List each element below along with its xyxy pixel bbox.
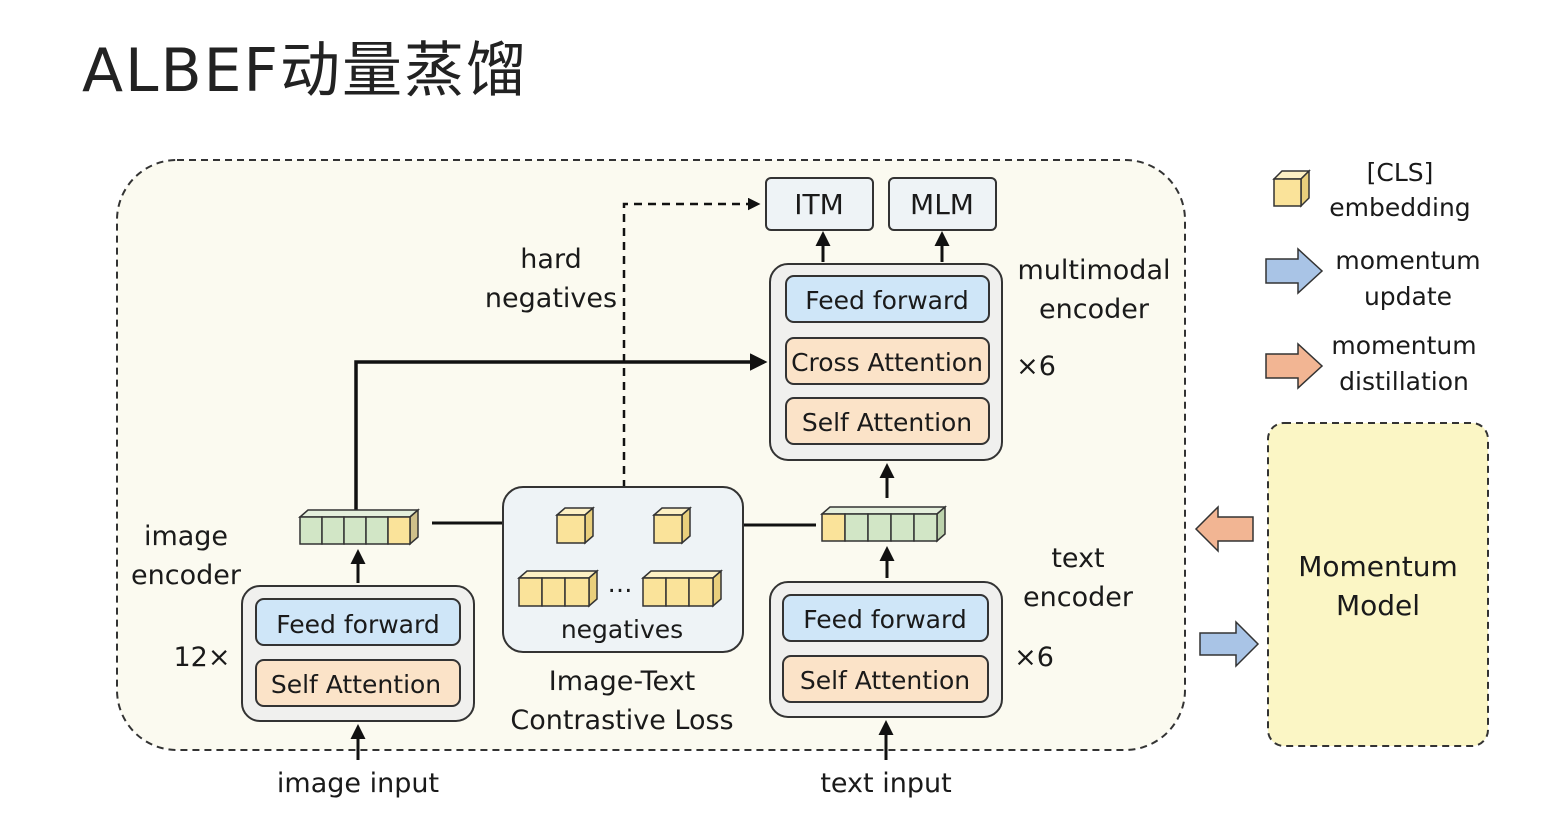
img-feed-forward: Feed forward [276, 610, 439, 639]
mlm-head: MLM [888, 177, 997, 231]
cls-cube-icon [1272, 169, 1311, 208]
hard-negatives-label-2: negatives [485, 283, 617, 314]
momentum-model-label-2: Model [1336, 589, 1420, 622]
text-encoder-repeat: ×6 [1014, 642, 1054, 673]
multimodal-encoder: Feed forward Cross Attention Self Attent… [769, 263, 1003, 461]
mm-cross-attention: Cross Attention [791, 348, 983, 377]
image-token-embeddings [298, 508, 420, 546]
momentum-model: Momentum Model [1267, 422, 1489, 747]
mm-self-attention: Self Attention [802, 408, 972, 437]
legend-distillation-label-1: momentum [1331, 331, 1476, 360]
txt-self-attention: Self Attention [800, 666, 970, 695]
multimodal-repeat: ×6 [1016, 351, 1056, 382]
image-encoder-repeat: 12× [174, 642, 231, 673]
text-token-embeddings [820, 505, 947, 543]
momentum-model-label-1: Momentum [1298, 550, 1458, 583]
page-title: ALBEF动量蒸馏 [82, 36, 529, 106]
multimodal-label-1: multimodal [1017, 255, 1170, 286]
legend: [CLS] embedding momentum update momentum… [1265, 158, 1481, 396]
text-encoder-label-1: text [1051, 543, 1104, 574]
contrastive-label-2: Contrastive Loss [510, 705, 733, 736]
image-input-label: image input [277, 768, 439, 799]
text-encoder: Feed forward Self Attention [769, 581, 1003, 718]
hard-negatives-arrow [622, 197, 761, 488]
text-encoder-label-2: encoder [1023, 582, 1134, 613]
mlm-label: MLM [910, 188, 974, 221]
negatives-label: negatives [561, 615, 683, 644]
momentum-update-arrow [1199, 620, 1260, 668]
legend-distillation-arrow-icon [1265, 342, 1324, 390]
image-encoder-label-1: image [144, 521, 228, 552]
multimodal-label-2: encoder [1039, 294, 1150, 325]
negatives-ellipsis: … [608, 569, 633, 598]
itm-head: ITM [765, 177, 874, 231]
itm-label: ITM [794, 188, 844, 221]
contrastive-loss-block: … negatives [502, 486, 744, 653]
img-self-attention: Self Attention [271, 670, 441, 699]
legend-cls-label-2: embedding [1329, 193, 1470, 222]
mm-feed-forward: Feed forward [805, 286, 968, 315]
legend-distillation-label-2: distillation [1339, 367, 1469, 396]
hard-negatives-label-1: hard [520, 244, 581, 275]
momentum-distillation-arrow [1194, 505, 1254, 553]
txt-feed-forward: Feed forward [803, 605, 966, 634]
image-encoder-label-2: encoder [131, 560, 242, 591]
legend-update-label-2: update [1364, 282, 1452, 311]
image-encoder: Feed forward Self Attention [241, 585, 475, 722]
legend-update-label-1: momentum [1335, 246, 1480, 275]
contrastive-label-1: Image-Text [549, 666, 695, 697]
text-input-label: text input [820, 768, 951, 799]
legend-cls-label-1: [CLS] [1367, 158, 1434, 187]
image-to-cross-attention-arrow [354, 353, 768, 510]
legend-update-arrow-icon [1265, 247, 1324, 295]
